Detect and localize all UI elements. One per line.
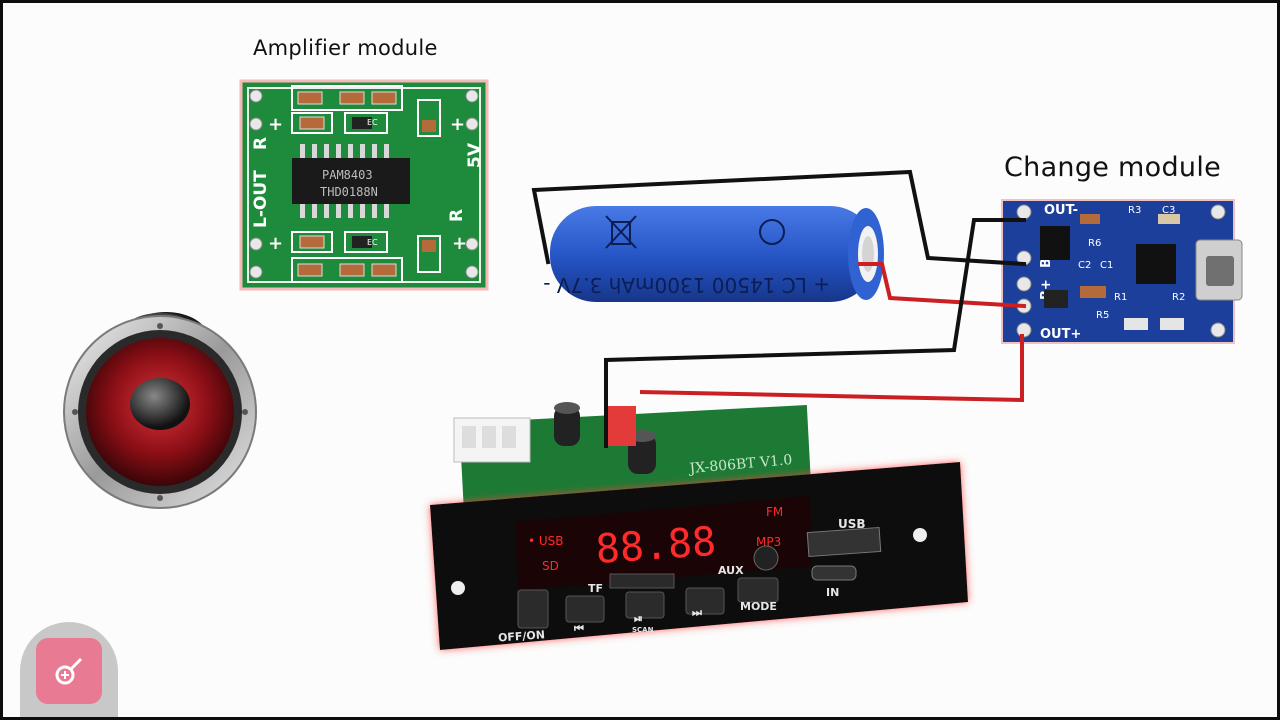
prev-icon: ⏮ — [574, 622, 584, 635]
charge-r3: R3 — [1128, 205, 1141, 216]
search-add-icon — [55, 657, 83, 685]
amp-plus-top-left: + — [268, 114, 283, 135]
ind-sd: SD — [542, 559, 559, 573]
chip-line2: THD0188N — [320, 185, 378, 199]
in-label: IN — [826, 586, 839, 599]
tf-slot — [609, 573, 675, 589]
mp3-module: JX-806BT V1.0 88.88 • USB SD FM MP3 — [430, 402, 968, 650]
wire-battery-neg-to-b-minus — [531, 169, 1027, 267]
battery-cell: + LC 14500 1300mAh 3.7V - — [543, 206, 884, 302]
charge-r6: R6 — [1088, 238, 1101, 249]
amp-5v-label: 5V — [465, 142, 485, 168]
red-connector — [604, 406, 636, 446]
amplifier-pads — [249, 89, 479, 279]
charge-out-bottom: OUT+ — [1040, 327, 1081, 342]
amp-r-right-label: R — [447, 209, 467, 222]
charge-chips — [1040, 214, 1184, 330]
charge-r5: R5 — [1096, 310, 1109, 321]
amp-ic-pins — [300, 144, 389, 218]
charge-r2: R2 — [1172, 292, 1185, 303]
play-pause-icon: ⏯ — [634, 612, 643, 625]
charge-r1: R1 — [1114, 292, 1127, 303]
next-icon: ⏭ — [692, 606, 702, 619]
battery-text: + LC 14500 1300mAh 3.7V - — [543, 273, 830, 297]
charge-c1: C1 — [1100, 260, 1113, 271]
speaker — [63, 312, 257, 509]
tf-label: TF — [588, 582, 603, 595]
scan-label: SCAN — [632, 626, 654, 634]
wire-out-minus-to-mp3 — [604, 218, 1026, 448]
pam8403-chip — [292, 158, 410, 204]
charge-c3: C3 — [1162, 205, 1175, 216]
aux-jack — [753, 545, 779, 571]
ind-usb: • USB — [528, 534, 564, 548]
usb-label: USB — [838, 517, 866, 531]
battery-no-bin-icon — [605, 215, 637, 249]
in-port — [811, 565, 857, 581]
amp-smd-components — [291, 85, 441, 283]
amplifier-board: + + + + L-OUT R 5V R — [239, 79, 489, 291]
mp3-display — [515, 496, 812, 590]
ind-fm: FM — [766, 505, 783, 519]
charge-out-top: OUT- — [1044, 203, 1078, 218]
amp-ec-top: EC — [367, 118, 378, 127]
amp-plus-bottom-left: + — [268, 233, 283, 254]
charge-c2: C2 — [1078, 260, 1091, 271]
mp3-buttons — [517, 577, 779, 629]
wire-out-plus-to-mp3 — [639, 334, 1024, 403]
amp-plus-bottom-right: + — [452, 233, 467, 254]
wires — [531, 169, 1027, 448]
aux-label: AUX — [718, 564, 744, 577]
mp3-display-digits: 88.88 — [594, 519, 717, 573]
white-connector — [453, 417, 531, 463]
ind-mp3: MP3 — [756, 535, 781, 549]
amplifier-module-label: Amplifier module — [253, 36, 438, 60]
chip-line1: PAM8403 — [322, 168, 373, 182]
micro-usb-port — [1195, 239, 1243, 301]
floating-action-tab[interactable] — [20, 622, 118, 720]
charge-module-label: Change module — [1004, 152, 1222, 183]
offon-label: OFF/ON — [498, 628, 546, 644]
amp-l-out-label: L-OUT — [251, 170, 271, 228]
wire-battery-pos-to-b-plus — [858, 262, 1027, 309]
battery-recycle-icon — [759, 219, 785, 245]
amp-plus-top-right: + — [450, 114, 465, 135]
charge-board: OUT- OUT+ B- B+ R3 C3 R6 C1 C2 R1 R2 R5 — [1001, 199, 1243, 344]
charge-pads — [1016, 204, 1226, 338]
amp-ec-bottom: EC — [367, 238, 378, 247]
usb-port — [806, 526, 882, 558]
floating-action-button[interactable] — [36, 638, 102, 704]
amp-r-left-label: R — [251, 137, 271, 150]
mode-label: MODE — [740, 600, 777, 613]
